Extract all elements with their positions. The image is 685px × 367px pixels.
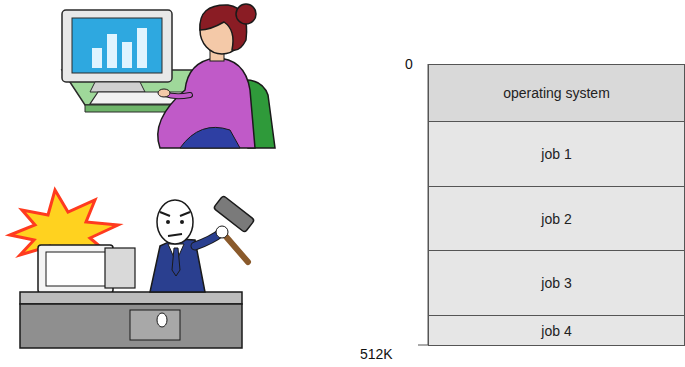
address-label: 0 (405, 56, 413, 72)
region-label: job 3 (541, 275, 571, 291)
address-label: 512K (360, 346, 393, 362)
woman-at-computer (62, 4, 275, 148)
region-label: job 2 (541, 211, 571, 227)
job-region: job 2 (428, 186, 685, 251)
region-label: job 4 (541, 323, 571, 339)
region-label: job 1 (541, 146, 571, 162)
job-region: job 3 (428, 250, 685, 316)
job-region: job 4 (428, 315, 685, 346)
region-label: operating system (503, 85, 610, 101)
angry-man-with-hammer (10, 190, 255, 348)
os-region: operating system (428, 64, 685, 122)
job-region: job 1 (428, 121, 685, 187)
